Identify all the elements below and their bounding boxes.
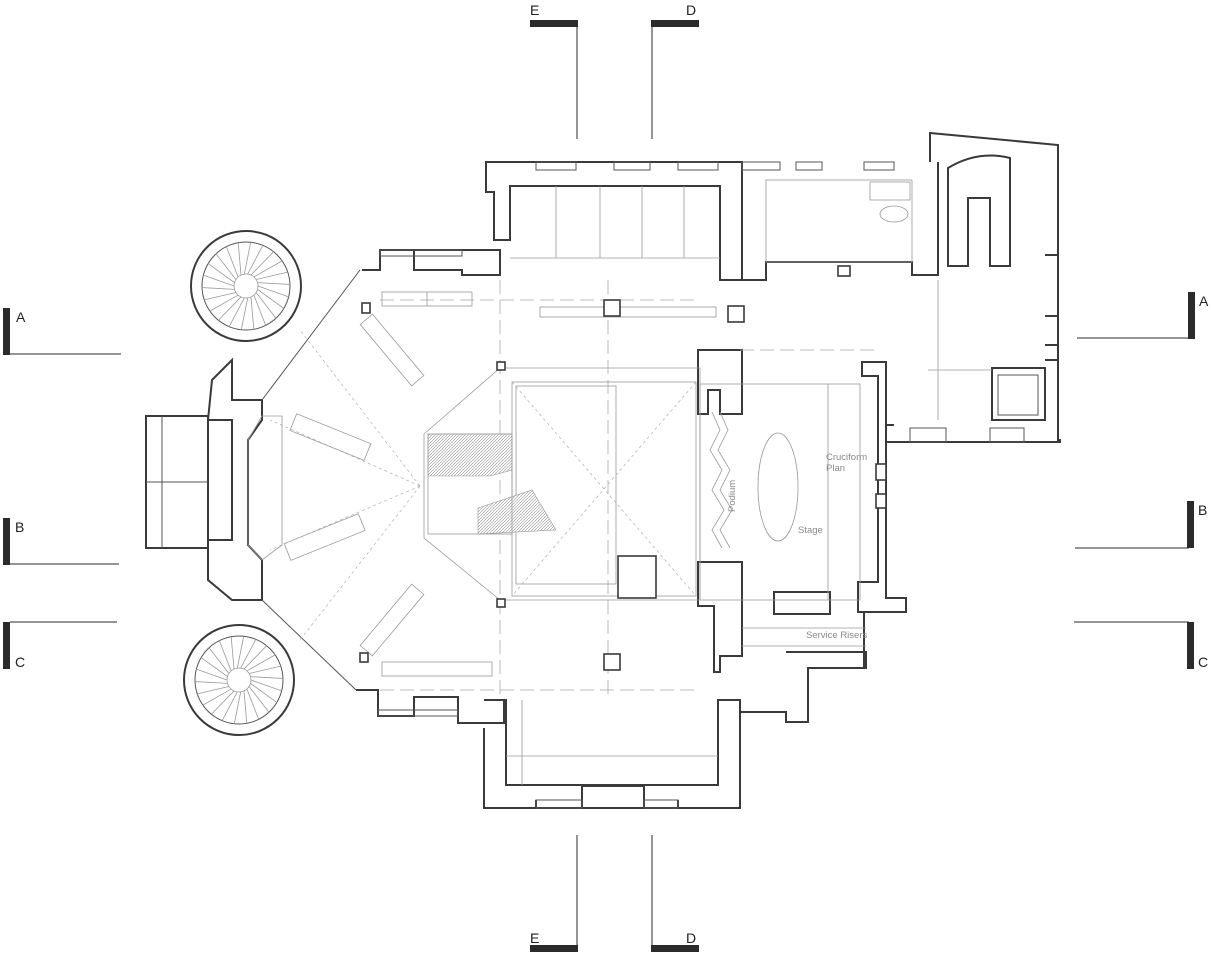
stair-tread — [207, 263, 235, 283]
stair-tread — [250, 679, 282, 692]
section-marker-a-right-label: A — [1199, 293, 1209, 309]
stair-tread — [195, 681, 228, 684]
stair-tread — [240, 297, 249, 330]
stair-tread — [253, 294, 267, 326]
section-marker-c-left-label: C — [15, 654, 25, 670]
stair-tower-north — [190, 230, 302, 342]
windows — [377, 161, 1025, 809]
stair-tread — [215, 253, 237, 280]
section-marker-a-right: A — [1077, 292, 1209, 339]
stair-tread — [257, 289, 285, 309]
hatched-stairs — [427, 433, 557, 535]
stair-tread — [243, 690, 248, 724]
label-stage: Stage — [798, 525, 823, 536]
section-marker-c-right-label: C — [1198, 654, 1208, 670]
stair-tread — [202, 688, 232, 706]
stair-tread — [208, 647, 230, 674]
stair-tread — [218, 296, 242, 321]
section-marker-b-right-label: B — [1198, 502, 1207, 518]
stair-tread — [225, 246, 239, 278]
stair-tread — [211, 690, 235, 715]
stair-tread — [249, 665, 281, 674]
label-podium: Podium — [727, 480, 738, 512]
pews — [247, 291, 717, 677]
section-marker-e-bottom-label: E — [530, 930, 539, 946]
stair-tread — [200, 657, 228, 677]
section-marker-e-bottom: E — [530, 835, 578, 952]
stair-tread — [250, 676, 283, 679]
label-plan: Plan — [826, 463, 845, 474]
stair-tread — [233, 691, 242, 724]
stair-tower-south — [183, 624, 295, 736]
stair-tread — [257, 285, 289, 298]
section-marker-e-top: E — [530, 2, 578, 139]
stair-tread — [248, 686, 270, 713]
stair-tread — [246, 654, 276, 672]
section-marker-c-left: C — [3, 621, 117, 670]
section-marker-d-top: D — [651, 2, 699, 139]
stair-tread — [196, 668, 228, 681]
section-marker-a-left-label: A — [16, 309, 26, 325]
section-marker-d-bottom-label: D — [686, 930, 696, 946]
stair-tread — [202, 287, 235, 290]
stair-tread — [218, 640, 232, 672]
stair-tread — [250, 296, 255, 330]
stair-tread — [204, 292, 236, 301]
section-marker-e-top-label: E — [530, 2, 539, 18]
section-marker-d-bottom: D — [651, 835, 699, 952]
stair-tread — [228, 297, 245, 327]
stair-tread — [253, 260, 283, 278]
stair-tread — [221, 691, 238, 721]
section-marker-d-top-label: D — [686, 2, 696, 18]
stair-tread — [203, 274, 235, 287]
stair-tread — [209, 294, 239, 312]
stair-tread — [250, 251, 274, 276]
stair-tread — [236, 636, 245, 669]
section-marker-b-right: B — [1075, 501, 1207, 549]
columns — [359, 265, 887, 671]
stair-tread — [255, 292, 277, 319]
stair-tread — [240, 639, 257, 669]
exterior-walls — [145, 131, 1061, 809]
section-marker-b-left: B — [3, 518, 119, 565]
stair-tread — [256, 271, 288, 280]
label-service-risers: Service Risers — [806, 630, 867, 641]
label-cruciform: Cruciform — [826, 452, 867, 463]
stair-tread — [197, 686, 229, 695]
stair-tread — [246, 688, 260, 720]
section-marker-b-left-label: B — [15, 519, 24, 535]
stair-tread — [250, 683, 278, 703]
section-marker-a-left: A — [3, 308, 121, 355]
stair-tread — [257, 282, 290, 285]
stair-tread — [247, 245, 264, 275]
stair-tread — [243, 645, 267, 670]
stair-tread — [243, 242, 252, 275]
room-labels: Cruciform Plan Stage Service Risers Podi… — [727, 452, 867, 641]
stair-tread — [230, 636, 235, 670]
stair-tread — [237, 242, 242, 276]
section-marker-c-right: C — [1074, 621, 1208, 670]
